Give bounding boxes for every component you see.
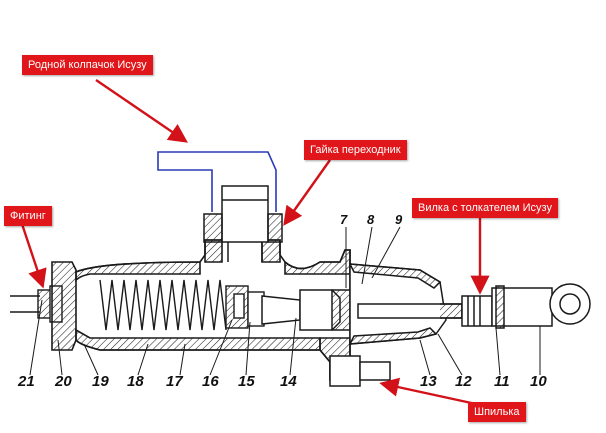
fitting-callout: Фитинг	[4, 206, 52, 226]
brake-tube	[10, 295, 40, 313]
part-number-7: 7	[340, 212, 348, 227]
part-number-16: 16	[202, 373, 219, 390]
return-spring	[99, 279, 227, 331]
adapter-nut-callout: Гайка переходник	[304, 140, 407, 160]
native-cap-outline	[157, 151, 277, 212]
part-number-8: 8	[367, 212, 375, 227]
callout-arrows	[20, 79, 490, 406]
native-cap-callout: Родной колпачок Исузу	[22, 55, 153, 75]
stud-callout: Шпилька	[468, 402, 526, 422]
part-number-13: 13	[420, 373, 437, 390]
part-number-12: 12	[455, 373, 472, 390]
part-number-17: 17	[166, 373, 183, 390]
pushrod	[357, 295, 493, 327]
part-number-9: 9	[395, 212, 403, 227]
part-number-21: 21	[18, 373, 35, 390]
part-number-10: 10	[530, 373, 547, 390]
leader-lines	[29, 226, 541, 376]
reservoir-fitting	[203, 185, 283, 262]
part-number-14: 14	[280, 373, 297, 390]
piston	[261, 289, 361, 331]
part-number-19: 19	[92, 373, 109, 390]
fork-pusher-callout: Вилка с толкателем Исузу	[412, 198, 558, 218]
clevis-fork	[491, 283, 591, 329]
part-number-20: 20	[55, 373, 72, 390]
part-number-15: 15	[238, 373, 255, 390]
part-number-11: 11	[494, 373, 510, 390]
part-number-18: 18	[127, 373, 144, 390]
mounting-stud	[329, 355, 391, 387]
